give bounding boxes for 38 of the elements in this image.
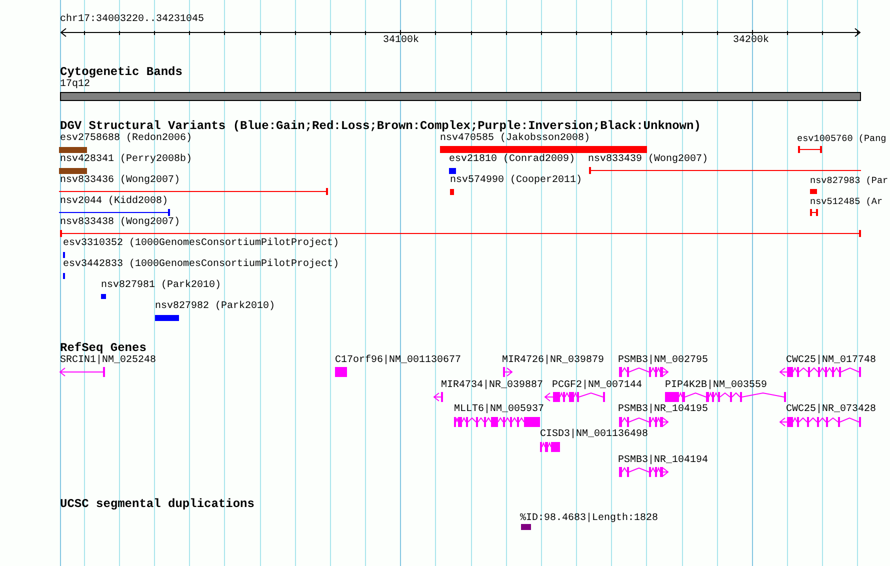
feature-label: MIR4734|NR_039887 bbox=[441, 380, 544, 392]
feature-label: esv3442833 (1000GenomesConsortiumPilotProject) bbox=[63, 259, 340, 271]
feature-label: nsv833438 (Wong2007) bbox=[60, 217, 180, 229]
feature-label: PCGF2|NM_007144 bbox=[552, 380, 642, 392]
feature-label: nsv827982 (Park2010) bbox=[155, 301, 276, 313]
feature-label: esv1005760 (Pang bbox=[797, 133, 886, 145]
feature-label: nsv827981 (Park2010) bbox=[101, 280, 222, 292]
coordinate-range: chr17:34003220..34231045 bbox=[60, 14, 204, 26]
feature-label: %ID:98.4683|Length:1828 bbox=[520, 513, 658, 525]
feature-label: nsv2044 (Kidd2008) bbox=[60, 196, 168, 208]
track-title: Cytogenetic Bands bbox=[60, 66, 182, 79]
scale-tick-label: 34200k bbox=[733, 35, 770, 47]
feature-label: nsv574990 (Cooper2011) bbox=[450, 175, 582, 187]
feature-label: CWC25|NR_073428 bbox=[786, 404, 876, 416]
track-title: DGV Structural Variants (Blue:Gain;Red:Loss;Brown:Complex;Purple:Inversion;Black:Unknown) bbox=[60, 120, 701, 133]
feature-label: C17orf96|NM_001130677 bbox=[335, 355, 462, 367]
feature-label: nsv470585 (Jakobsson2008) bbox=[440, 133, 590, 145]
feature-label: esv2758688 (Redon2006) bbox=[60, 133, 192, 145]
feature-label: esv3310352 (1000GenomesConsortiumPilotProject) bbox=[63, 238, 340, 250]
feature-label: MLLT6|NM_005937 bbox=[454, 404, 544, 416]
feature-label: nsv512485 (Ar bbox=[810, 196, 883, 208]
feature-label: nsv833436 (Wong2007) bbox=[60, 175, 180, 187]
feature-label: PSMB3|NR_104194 bbox=[618, 455, 708, 467]
feature-label: nsv827983 (Par bbox=[810, 175, 888, 187]
feature-label: 17q12 bbox=[60, 79, 90, 91]
feature-label: PSMB3|NR_104195 bbox=[618, 404, 708, 416]
feature-label: nsv833439 (Wong2007) bbox=[588, 154, 708, 166]
feature-label: esv21810 (Conrad2009) bbox=[449, 154, 576, 166]
feature-label: CWC25|NM_017748 bbox=[786, 355, 876, 367]
feature-label: SRCIN1|NM_025248 bbox=[60, 355, 156, 367]
feature-label: PSMB3|NM_002795 bbox=[618, 355, 708, 367]
feature-label: nsv428341 (Perry2008b) bbox=[60, 154, 192, 166]
scale-tick-label: 34100k bbox=[383, 35, 420, 47]
feature-label: MIR4726|NR_039879 bbox=[502, 355, 604, 367]
track-title: RefSeq Genes bbox=[60, 342, 146, 355]
track-title: UCSC segmental duplications bbox=[60, 498, 254, 511]
feature-label: CISD3|NM_001136498 bbox=[540, 429, 648, 441]
feature-label: PIP4K2B|NM_003559 bbox=[665, 380, 768, 392]
